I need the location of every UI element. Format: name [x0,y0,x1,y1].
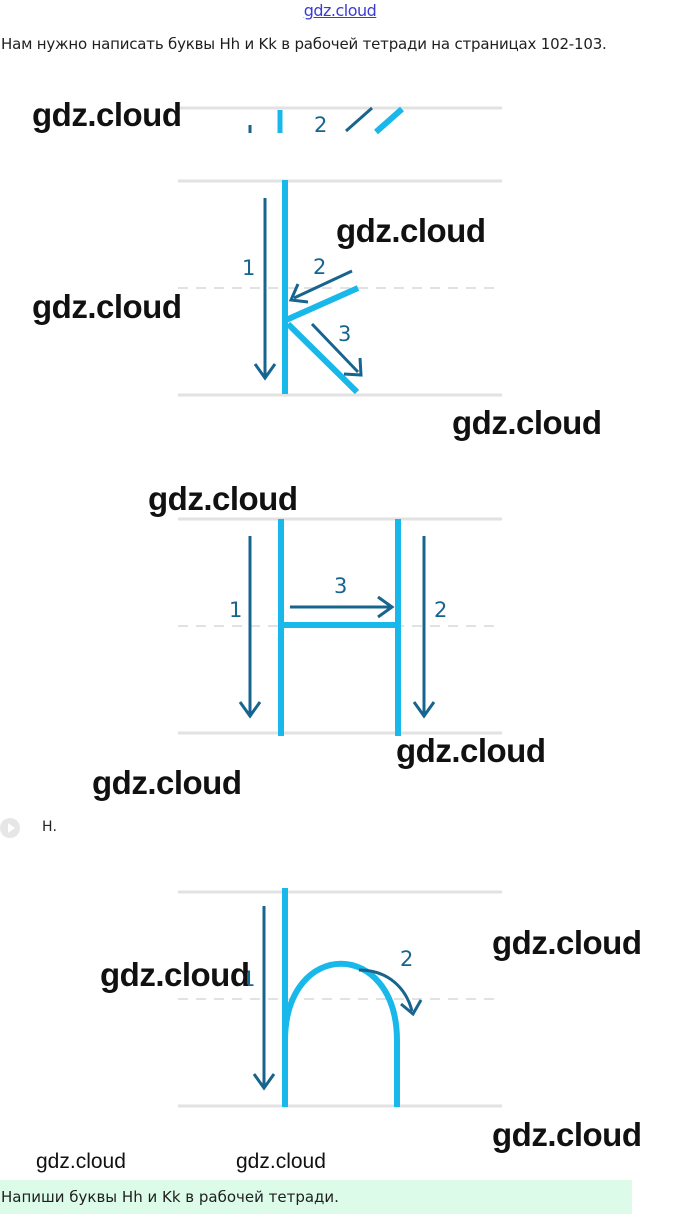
watermark: gdz.cloud [32,96,182,133]
stroke-number-2: 2 [400,947,413,971]
watermark: gdz.cloud [452,404,602,441]
letter-stroke [374,106,404,135]
watermark-small: gdz.cloud [236,1150,326,1173]
stroke-number-1: 1 [242,967,255,991]
intro-text: Нам нужно написать буквы Hh и Kk в рабоч… [1,35,607,53]
arrowhead [400,999,423,1017]
arrowhead [238,701,262,719]
watermark: gdz.cloud [492,1116,642,1153]
letter-k-figure: 1 2 3 [178,179,502,397]
watermark: gdz.cloud [32,288,182,325]
letter-k-partial-figure: 2 [178,106,502,137]
arrowhead [412,701,436,719]
stroke-number-3: 3 [334,574,347,598]
arrow-3 [310,322,360,374]
watermark-small: gdz.cloud [36,1150,126,1173]
watermark: gdz.cloud [492,924,642,961]
letter-H-figure: 1 3 2 [178,517,502,736]
stroke-number-1: 1 [229,598,242,622]
letter-stroke [284,285,360,323]
arrowhead [377,595,395,619]
task-highlight [0,1180,632,1214]
caption-letter: Н. [42,819,57,835]
arrow-2 [358,968,414,1012]
watermark: gdz.cloud [396,732,546,769]
arrow-stroke-2 [345,106,373,133]
letter-stroke [285,321,360,395]
arrowhead [252,1073,276,1091]
arrowhead [343,357,363,377]
watermark: gdz.cloud [336,212,486,249]
site-link[interactable]: gdz.cloud [303,1,377,20]
arrowhead [253,363,277,381]
arrowhead [288,283,309,304]
arrow-2 [293,269,353,300]
play-icon[interactable] [0,818,20,838]
watermark: gdz.cloud [100,956,250,993]
letter-stroke [282,960,400,1107]
stroke-number-1: 1 [242,256,255,280]
stroke-number-2: 2 [313,255,326,279]
stroke-number-2: 2 [434,598,447,622]
watermark: gdz.cloud [148,480,298,517]
letter-h-figure: 1 2 [178,888,502,1108]
stroke-number: 2 [314,113,327,137]
task-text: Напиши буквы Hh и Kk в рабочей тетради. [1,1188,339,1206]
watermark: gdz.cloud [92,764,242,801]
stroke-number-3: 3 [338,322,351,346]
